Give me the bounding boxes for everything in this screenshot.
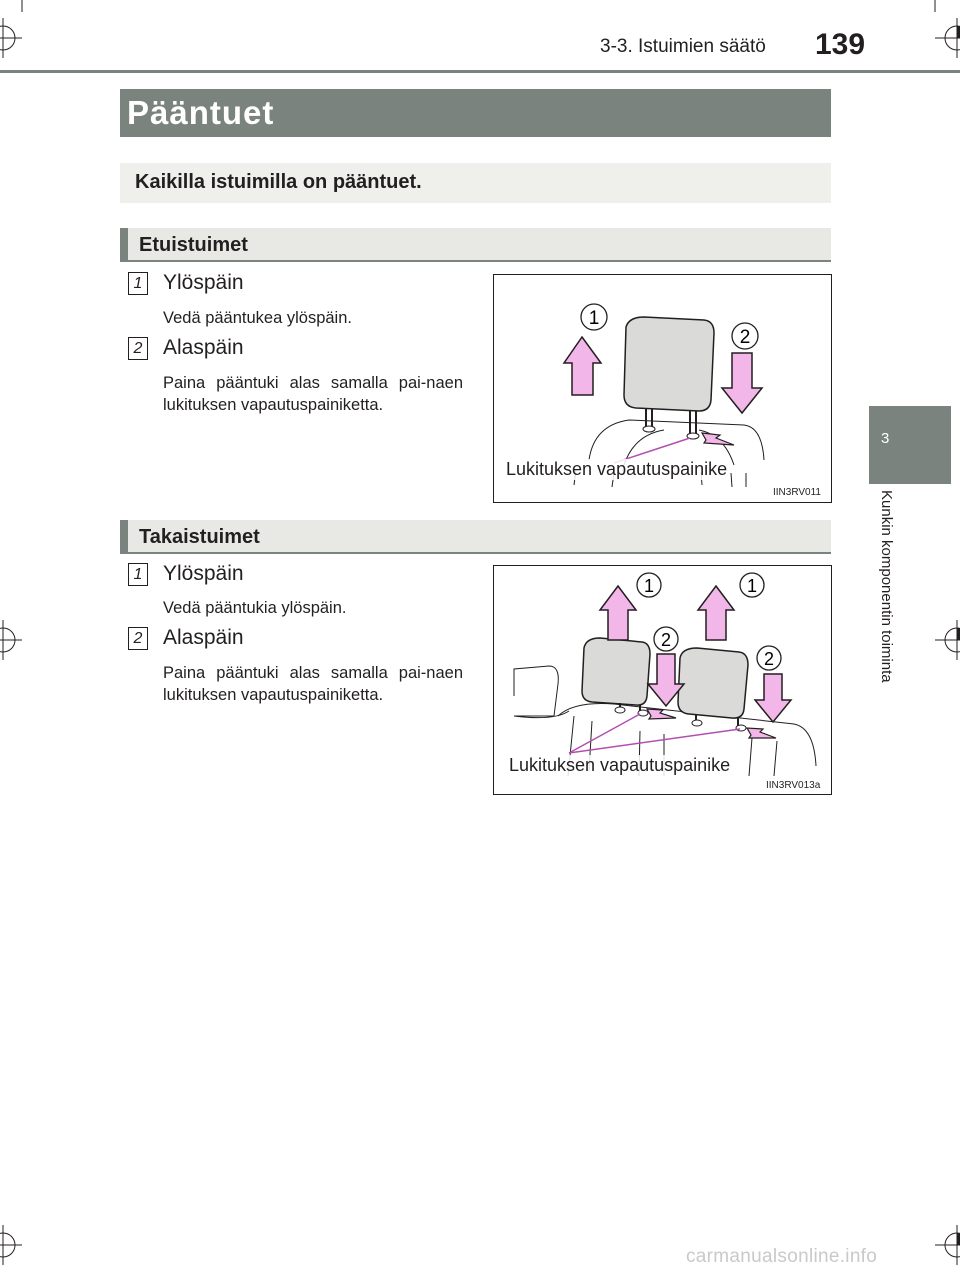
section-heading-rear-text: Takaistuimet <box>139 526 260 548</box>
front-headrest-figure: 1 2 Lukituksen vapautuspainike IIN3RV011 <box>493 274 832 503</box>
section-heading-front: Etuistuimet <box>120 228 831 262</box>
intro-box: Kaikilla istuimilla on pääntuet. <box>120 163 831 203</box>
rear-headrest-figure: 1 1 2 2 Lukituksen vapautuspainike IIN3R… <box>493 565 832 795</box>
chapter-label: Kunkin komponentin toiminta <box>878 490 895 683</box>
item-body-down: Paina pääntuki alas samalla pai-naen luk… <box>163 374 463 414</box>
down-arrow-icon <box>646 653 686 708</box>
section-heading-front-text: Etuistuimet <box>139 234 248 256</box>
item-number-badge: 1 <box>128 563 148 586</box>
push-arrow-icon <box>700 432 735 446</box>
item-title-down: Alaspäin <box>163 336 244 359</box>
item-body-up: Vedä pääntukea ylöspäin. <box>163 309 352 327</box>
release-button-label: Lukituksen vapautuspainike <box>509 755 731 776</box>
page-title-bar: Pääntuet <box>120 89 831 137</box>
push-arrow-icon <box>745 727 777 739</box>
chapter-label-vertical: Kunkin komponentin toiminta <box>878 490 902 740</box>
intro-text: Kaikilla istuimilla on pääntuet. <box>135 171 422 193</box>
callout-1: 1 <box>747 576 757 596</box>
front-headrest-illustration: 1 2 <box>562 303 765 488</box>
item-body-down: Paina pääntuki alas samalla pai-naen luk… <box>163 664 463 704</box>
callout-1: 1 <box>589 308 600 329</box>
chapter-number: 3 <box>881 430 890 447</box>
chapter-tab: 3 <box>869 406 951 484</box>
item-body-up: Vedä pääntukia ylöspäin. <box>163 599 347 617</box>
figure-code: IIN3RV013a <box>766 780 821 791</box>
up-arrow-icon <box>562 335 603 396</box>
callout-2: 2 <box>661 630 671 650</box>
down-arrow-icon <box>753 673 793 724</box>
headrest-left-shape <box>581 637 651 706</box>
page-title: Pääntuet <box>127 94 275 131</box>
headrest-right-shape <box>677 647 749 719</box>
rear-headrest-illustration: 1 1 2 2 <box>513 572 817 777</box>
release-button-label: Lukituksen vapautuspainike <box>506 459 728 480</box>
item-title-up: Ylöspäin <box>163 562 244 585</box>
heading-accent <box>120 520 128 554</box>
figure-code: IIN3RV011 <box>773 487 821 498</box>
callout-1: 1 <box>644 576 654 596</box>
down-arrow-icon <box>720 352 764 415</box>
section-heading-rear: Takaistuimet <box>120 520 831 554</box>
item-number-badge: 2 <box>128 627 148 650</box>
item-number-badge: 2 <box>128 337 148 360</box>
up-arrow-icon <box>598 584 638 641</box>
heading-accent <box>120 228 128 262</box>
callout-2: 2 <box>740 327 751 348</box>
push-arrow-icon <box>645 708 677 720</box>
headrest-shape <box>623 316 715 412</box>
up-arrow-icon <box>696 584 736 641</box>
item-number-badge: 1 <box>128 272 148 295</box>
callout-2: 2 <box>764 649 774 669</box>
item-title-down: Alaspäin <box>163 626 244 649</box>
running-header: 3-3. Istuimien säätö <box>600 36 766 57</box>
watermark: carmanualsonline.info <box>686 1246 878 1267</box>
item-title-up: Ylöspäin <box>163 271 244 294</box>
page-number: 139 <box>815 28 866 61</box>
header-rule <box>0 70 960 73</box>
